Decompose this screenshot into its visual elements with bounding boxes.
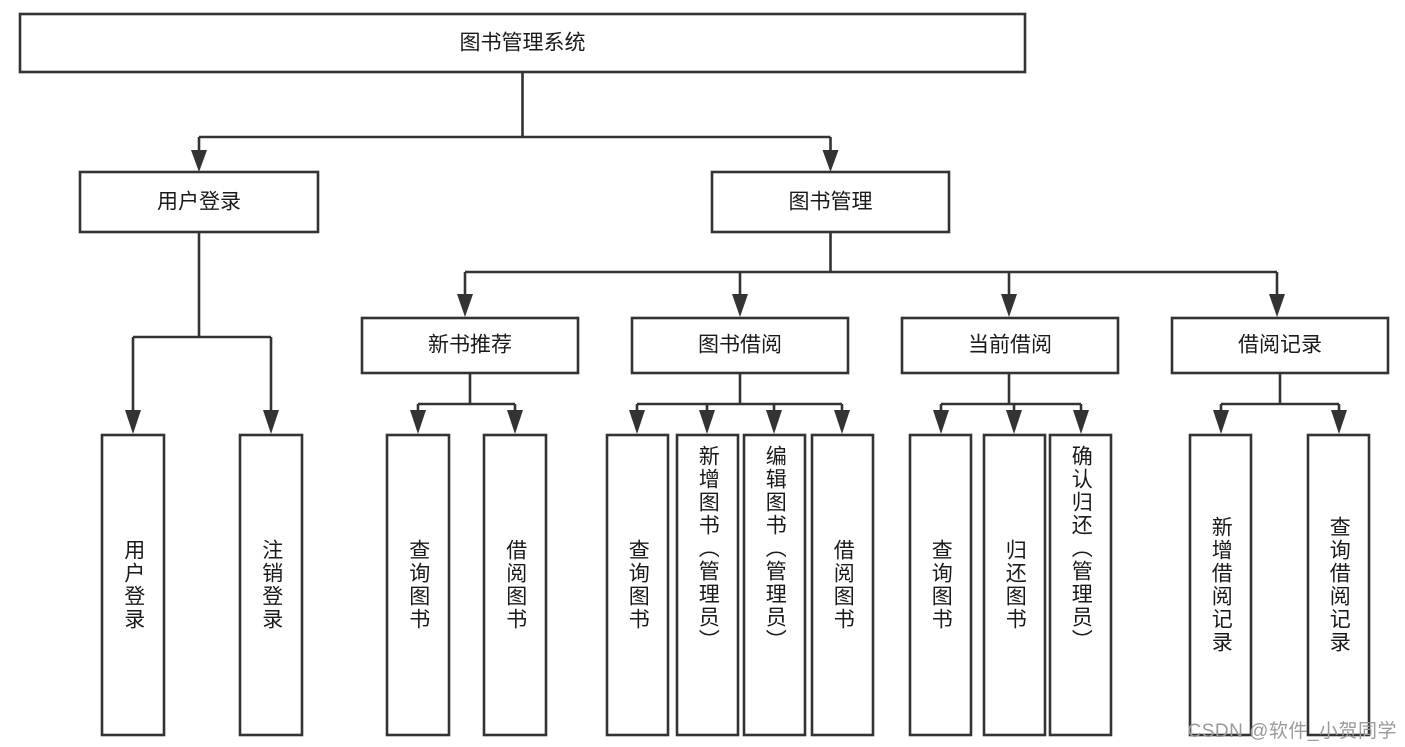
arrow-head-user-login — [191, 150, 207, 172]
leaf-box-edit-book[interactable] — [742, 433, 807, 737]
arrow-head-book-manage — [822, 150, 839, 172]
csdn-watermark: CSDN @软件_小贺同学 — [1187, 721, 1397, 742]
leaf-box-return-book[interactable] — [982, 433, 1047, 737]
node-new-book-recommend-box[interactable] — [360, 316, 580, 375]
node-borrow-record[interactable]: 借阅记录 — [1170, 316, 1390, 375]
arrow-head-leaf-add-record — [1213, 410, 1229, 434]
node-root[interactable]: 图书管理系统 — [18, 12, 1027, 74]
leaf-box-user-login[interactable] — [100, 433, 166, 737]
node-book-manage-box[interactable] — [710, 170, 951, 234]
leaf-box-query-book-3[interactable] — [908, 433, 973, 737]
arrow-head-leaf-borrow-book-1 — [507, 410, 523, 434]
arrow-head-leaf-query-book-1 — [410, 410, 426, 434]
node-current-borrow-label: 当前借阅 — [968, 334, 1052, 357]
arrow-head-leaf-confirm-return — [1073, 410, 1089, 434]
node-borrow-record-label: 借阅记录 — [1238, 334, 1322, 357]
arrow-head-new-book-recommend — [457, 294, 473, 317]
arrow-head-leaf-user-login — [125, 410, 141, 434]
node-root-label: 图书管理系统 — [460, 32, 586, 55]
leaf-box-query-book-1[interactable] — [385, 433, 451, 737]
arrow-head-leaf-borrow-book-2 — [834, 410, 850, 434]
leaf-box-add-record[interactable] — [1188, 433, 1253, 737]
node-new-book-recommend[interactable]: 新书推荐 — [360, 316, 580, 375]
node-user-login-label: 用户登录 — [157, 191, 241, 214]
arrow-head-leaf-query-record — [1331, 410, 1347, 434]
leaf-box-confirm-return[interactable] — [1048, 433, 1113, 737]
node-book-borrow-box[interactable] — [630, 316, 850, 375]
connector-group-book-borrow — [629, 373, 850, 434]
node-book-borrow-label: 图书借阅 — [698, 334, 782, 357]
leaf-box-logout[interactable] — [238, 433, 304, 737]
node-book-manage[interactable]: 图书管理 — [710, 170, 951, 234]
arrow-head-leaf-add-book — [699, 410, 715, 434]
connector-group-new-book-recommend — [410, 373, 523, 434]
node-user-login[interactable]: 用户登录 — [78, 170, 320, 234]
arrow-head-book-borrow — [732, 294, 748, 317]
connector-group-root — [191, 72, 839, 172]
leaf-box-borrow-book-2[interactable] — [810, 433, 875, 737]
arrow-head-current-borrow — [1001, 294, 1017, 317]
node-borrow-record-box[interactable] — [1170, 316, 1390, 375]
leaf-box-add-book[interactable] — [675, 433, 740, 737]
arrow-head-leaf-logout — [263, 410, 279, 434]
leaf-box-query-book-2[interactable] — [605, 433, 670, 737]
leaf-boxes — [100, 433, 1371, 737]
node-book-manage-label: 图书管理 — [789, 191, 873, 214]
connector-group-book-manage — [457, 232, 1285, 317]
node-current-borrow[interactable]: 当前借阅 — [900, 316, 1120, 375]
arrow-head-borrow-record — [1269, 294, 1285, 317]
arrow-head-leaf-query-book-2 — [629, 410, 645, 434]
leaf-box-query-record[interactable] — [1306, 433, 1371, 737]
connector-group-current-borrow — [933, 373, 1089, 434]
node-user-login-box[interactable] — [78, 170, 320, 234]
node-new-book-recommend-label: 新书推荐 — [428, 334, 512, 357]
node-current-borrow-box[interactable] — [900, 316, 1120, 375]
node-root-box[interactable] — [18, 12, 1027, 74]
connector-group-borrow-record — [1213, 373, 1347, 434]
arrow-head-leaf-return-book — [1006, 410, 1022, 434]
arrow-head-leaf-edit-book — [766, 410, 782, 434]
connector-group-user-login — [125, 232, 279, 434]
node-book-borrow[interactable]: 图书借阅 — [630, 316, 850, 375]
leaf-box-borrow-book-1[interactable] — [482, 433, 548, 737]
arrow-head-leaf-query-book-3 — [933, 410, 949, 434]
